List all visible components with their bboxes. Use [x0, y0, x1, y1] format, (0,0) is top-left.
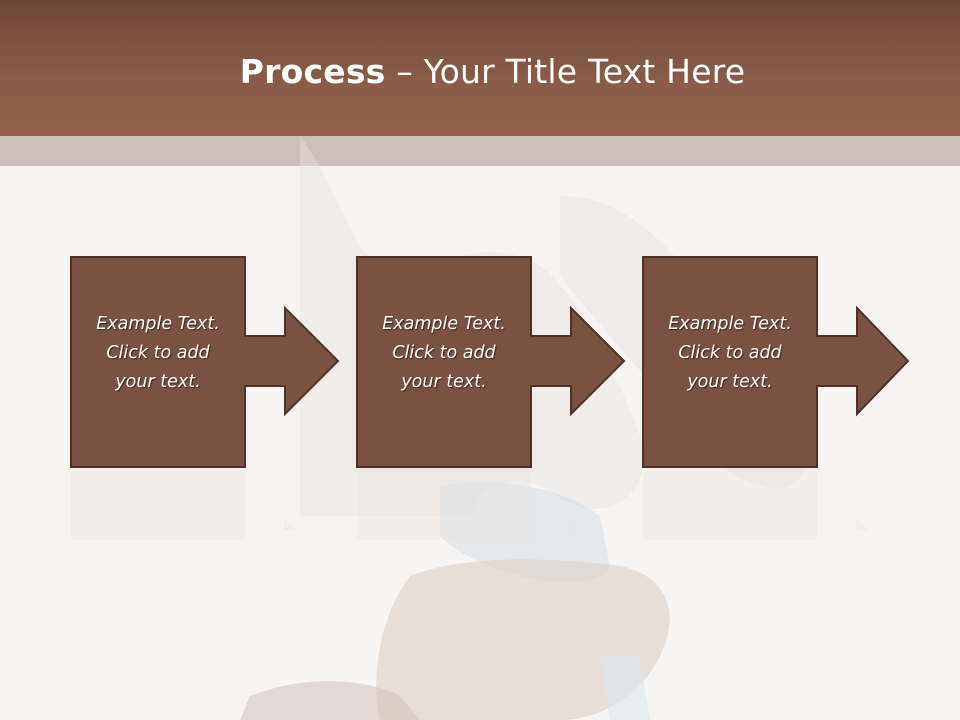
step-3-reflection: [643, 468, 868, 540]
title-rest-part: – Your Title Text Here: [385, 52, 746, 91]
step-2-text[interactable]: Example Text. Click to add your text.: [358, 310, 530, 397]
step-3-text[interactable]: Example Text. Click to add your text.: [644, 310, 816, 397]
step-3-line-2: Click to add: [678, 343, 782, 363]
process-step-2[interactable]: Example Text. Click to add your text.: [356, 256, 628, 468]
step-1-arrow-shape: [70, 256, 340, 468]
slide-title[interactable]: Process – Your Title Text Here: [0, 52, 960, 91]
step-1-reflection: [71, 468, 296, 540]
step-3-line-3: your text.: [687, 372, 773, 392]
step-1-line-1: Example Text.: [96, 314, 220, 334]
title-bold-part: Process: [239, 52, 386, 91]
step-1-text[interactable]: Example Text. Click to add your text.: [72, 310, 244, 397]
step-2-line-2: Click to add: [392, 343, 496, 363]
step-1-line-2: Click to add: [106, 343, 210, 363]
title-bar: [0, 0, 960, 136]
step-1-line-3: your text.: [115, 372, 201, 392]
step-2-arrow-shape: [356, 256, 626, 468]
step-2-line-3: your text.: [401, 372, 487, 392]
process-step-3[interactable]: Example Text. Click to add your text.: [642, 256, 914, 468]
step-2-line-1: Example Text.: [382, 314, 506, 334]
step-3-arrow-shape: [642, 256, 910, 468]
step-2-reflection: [357, 468, 582, 540]
step-3-line-1: Example Text.: [668, 314, 792, 334]
process-step-1[interactable]: Example Text. Click to add your text.: [70, 256, 342, 468]
title-underband: [0, 136, 960, 166]
